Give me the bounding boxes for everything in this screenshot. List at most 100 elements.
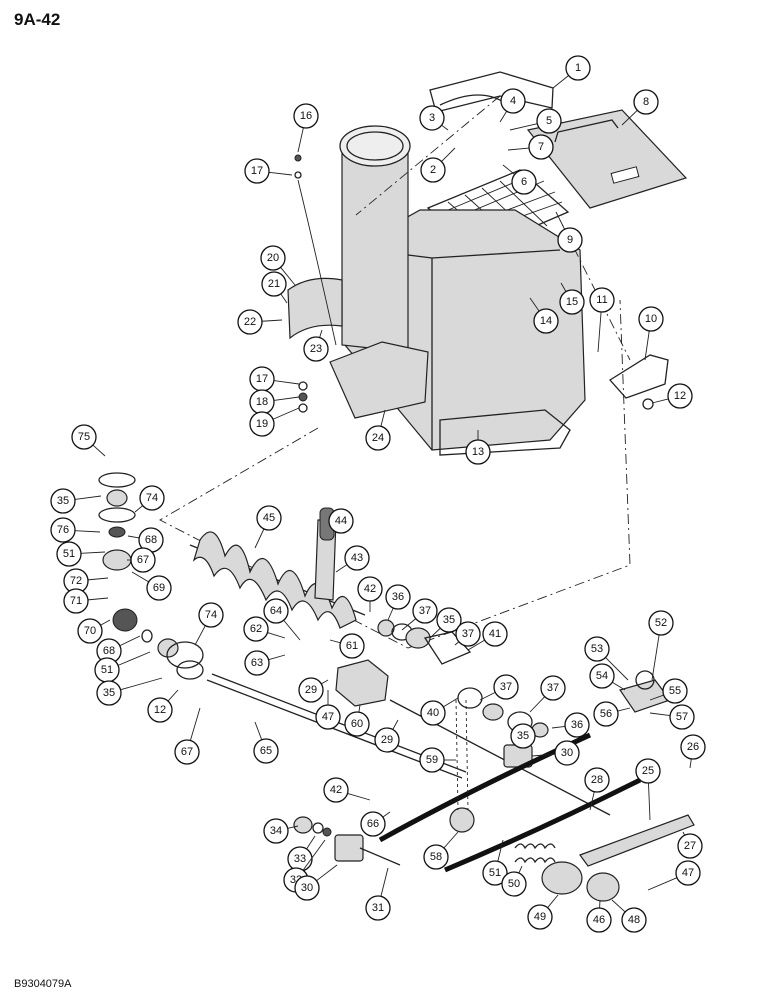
callout-number: 47 — [322, 711, 334, 723]
callout-circle — [420, 157, 446, 183]
callout-leader — [280, 293, 288, 304]
callout-leader — [648, 782, 651, 821]
callout-number: 36 — [571, 719, 583, 731]
callout-number: 19 — [256, 418, 268, 430]
callout-48: 48 — [611, 899, 647, 933]
cover-plate — [429, 71, 554, 113]
callout-leader — [268, 654, 286, 661]
callout-75: 75 — [71, 424, 106, 457]
callout-circle — [500, 88, 526, 114]
callout-41: 41 — [467, 621, 508, 651]
callout-leader — [273, 396, 300, 401]
callout-number: 6 — [521, 176, 527, 188]
callout-number: 30 — [561, 747, 573, 759]
callout-12: 12 — [651, 383, 693, 409]
callout-circle — [385, 584, 411, 610]
callout-number: 55 — [669, 685, 681, 697]
callout-leader — [443, 831, 459, 849]
callout-number: 68 — [145, 534, 157, 546]
callout-37: 37 — [401, 598, 438, 631]
callout-number: 17 — [256, 373, 268, 385]
callout-leader — [651, 634, 660, 681]
callout-circle — [244, 650, 270, 676]
callout-circle — [357, 576, 383, 602]
callout-leader — [272, 407, 300, 420]
callout-circle — [455, 621, 481, 647]
callout-number: 23 — [310, 343, 322, 355]
callout-number: 9 — [567, 234, 573, 246]
callout-circle — [554, 740, 580, 766]
short-shaft — [359, 847, 401, 866]
callout-circle — [510, 723, 536, 749]
callout-17: 17 — [249, 366, 300, 392]
callout-number: 48 — [628, 914, 640, 926]
callout-number: 13 — [472, 446, 484, 458]
callout-number: 52 — [655, 617, 667, 629]
callout-number: 63 — [251, 657, 263, 669]
callout-number: 67 — [181, 746, 193, 758]
callout-36: 36 — [385, 584, 411, 621]
callout-circle — [365, 425, 391, 451]
callout-leader — [268, 171, 293, 176]
callout-leader — [297, 127, 304, 153]
callout-number: 53 — [591, 643, 603, 655]
callout-leader — [283, 619, 301, 641]
callout-leader — [507, 147, 530, 151]
callout-number: 49 — [534, 911, 546, 923]
callout-76: 76 — [50, 517, 101, 543]
callout-number: 66 — [367, 818, 379, 830]
callout-circle — [482, 621, 508, 647]
callout-64: 64 — [263, 598, 301, 641]
callout-53: 53 — [584, 636, 629, 681]
callout-44: 44 — [328, 508, 354, 534]
callout-40: 40 — [420, 697, 459, 726]
callout-number: 68 — [103, 645, 115, 657]
callout-leader — [651, 398, 669, 404]
callout-leader — [287, 825, 299, 829]
callout-47: 47 — [647, 860, 701, 891]
callout-circle — [174, 739, 200, 765]
callout-circle — [315, 704, 341, 730]
callout-number: 35 — [517, 730, 529, 742]
callout-number: 26 — [687, 741, 699, 753]
callout-circle — [249, 411, 275, 437]
callout-68: 68 — [96, 635, 141, 664]
callout-30: 30 — [531, 740, 580, 766]
callout-number: 50 — [508, 878, 520, 890]
callout-13: 13 — [465, 430, 491, 465]
callout-circle — [677, 833, 703, 859]
callout-26: 26 — [680, 734, 706, 769]
callout-11: 11 — [589, 287, 615, 353]
callout-number: 40 — [427, 707, 439, 719]
callout-leader — [429, 627, 441, 639]
callout-number: 69 — [153, 582, 165, 594]
callout-24: 24 — [365, 409, 391, 451]
callout-circle — [633, 89, 659, 115]
lid-handle — [554, 119, 619, 143]
callout-circle — [328, 508, 354, 534]
callout-circle — [244, 158, 270, 184]
callout-number: 44 — [335, 515, 347, 527]
callout-circle — [533, 308, 559, 334]
callout-circle — [263, 818, 289, 844]
callout-circle — [243, 616, 269, 642]
callout-circle — [635, 758, 661, 784]
callout-leader — [273, 380, 300, 385]
callout-63: 63 — [244, 650, 286, 676]
callout-leader — [74, 495, 102, 500]
drive-chain-lower — [444, 777, 642, 873]
callout-leader — [644, 330, 650, 361]
lid — [526, 109, 688, 209]
callout-49: 49 — [527, 894, 559, 930]
callout-number: 37 — [500, 681, 512, 693]
callout-leader — [441, 124, 449, 131]
callout-circle — [260, 245, 286, 271]
callout-number: 56 — [600, 708, 612, 720]
callout-number: 47 — [682, 867, 694, 879]
callout-leader — [319, 329, 323, 338]
callout-leader — [551, 725, 566, 729]
callout-22: 22 — [237, 309, 283, 335]
callout-number: 31 — [372, 902, 384, 914]
callout-57: 57 — [649, 704, 695, 730]
callout-number: 64 — [270, 605, 282, 617]
